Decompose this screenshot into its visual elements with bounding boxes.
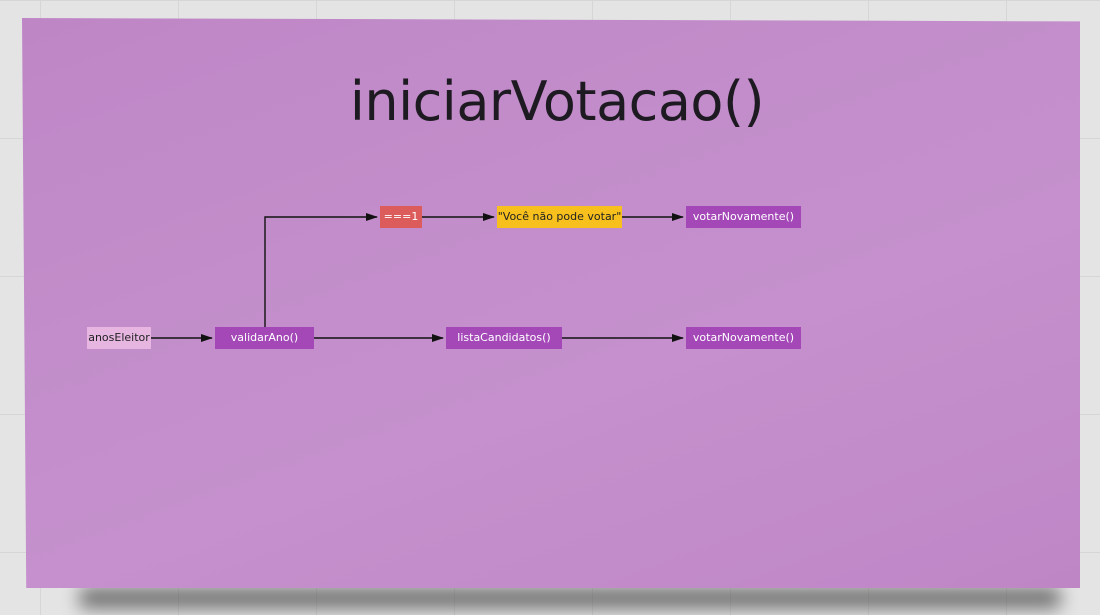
node-message[interactable]: "Você não pode votar" (497, 206, 622, 228)
sticky-note-shadow (80, 588, 1060, 608)
node-validar-ano[interactable]: validarAno() (215, 327, 314, 349)
node-votar-novamente-bottom[interactable]: votarNovamente() (686, 327, 801, 349)
node-votar-novamente-top[interactable]: votarNovamente() (686, 206, 801, 228)
sticky-note[interactable] (22, 18, 1080, 588)
node-anos-eleitor[interactable]: anosEleitor (87, 327, 151, 349)
diagram-title: iniciarVotacao() (349, 70, 765, 133)
node-condition[interactable]: ===1 (380, 206, 422, 228)
node-lista-candidatos[interactable]: listaCandidatos() (446, 327, 562, 349)
